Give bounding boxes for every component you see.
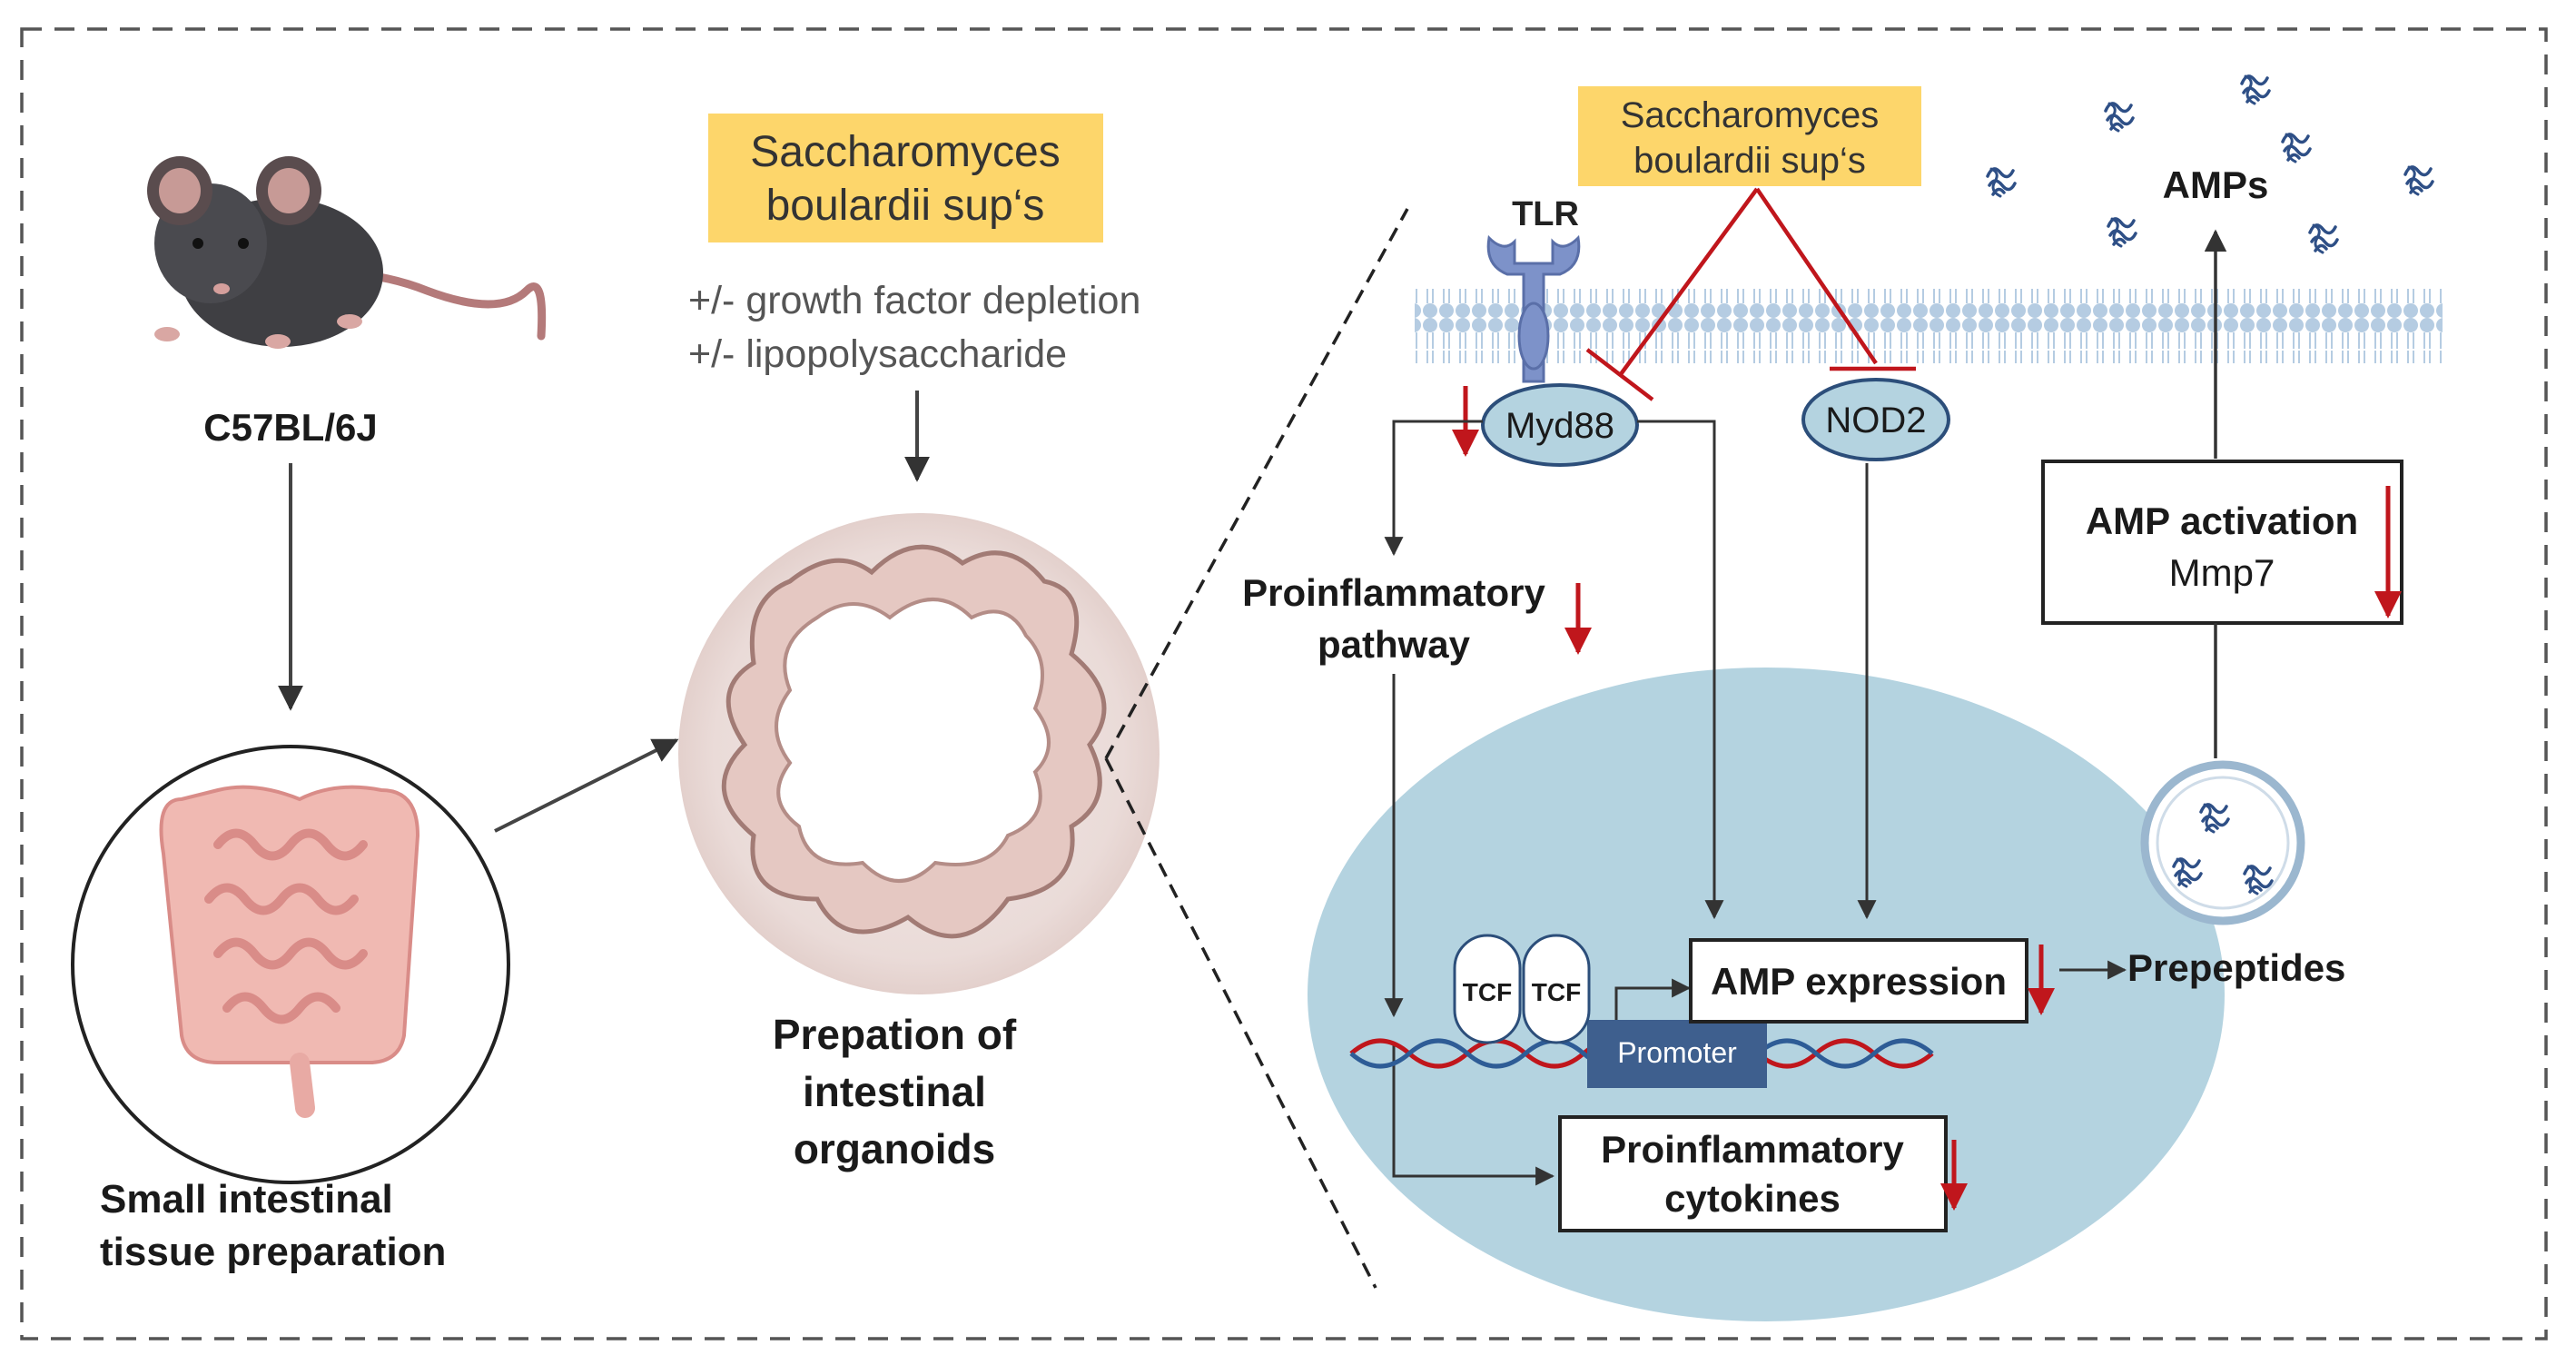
- proinflammatory-pathway-line1: Proinflammatory: [1242, 571, 1545, 614]
- zoom-line-bottom: [1104, 757, 1377, 1289]
- tlr-receptor-icon: [1486, 234, 1581, 383]
- nod2-node: [1801, 378, 1950, 461]
- outer-frame: [20, 27, 2548, 1340]
- condition-growth-factor: +/- growth factor depletion: [688, 279, 1140, 322]
- tissue-label-line1: Small intestinal: [100, 1177, 393, 1222]
- amp-activation-line1: AMP activation: [2086, 500, 2358, 542]
- zoom-line-top: [1104, 208, 1409, 759]
- treatment-box-middle: [708, 114, 1103, 242]
- promoter-box: [1587, 1020, 1767, 1088]
- amp-activation-line2: Mmp7: [2169, 551, 2275, 594]
- treatment-box-middle-line1: Saccharomyces: [750, 128, 1060, 176]
- tcf-factor-2: [1522, 934, 1591, 1044]
- cell-membrane: [1415, 289, 2443, 363]
- arrow-tissue-to-organoid: [494, 738, 679, 833]
- mouse-icon: [147, 156, 547, 349]
- tissue-label-line2: tissue preparation: [100, 1230, 446, 1274]
- cytokines-line1: Proinflammatory: [1601, 1128, 1904, 1171]
- treatment-box-right: [1578, 86, 1921, 186]
- vesicle-icon: [2140, 760, 2305, 925]
- tlr-label: TLR: [1512, 195, 1579, 233]
- inhibition-lines: [1585, 187, 1916, 401]
- tcf-label-1: TCF: [1463, 978, 1512, 1006]
- organoid-label-line3: organoids: [794, 1125, 995, 1172]
- tcf-factor-1: [1453, 934, 1522, 1044]
- organoid-label-line2: intestinal: [803, 1068, 986, 1115]
- myd88-node: [1481, 383, 1639, 467]
- condition-lps: +/- lipopolysaccharide: [688, 332, 1067, 376]
- organoid-icon: [678, 513, 1160, 994]
- treatment-box-right-line1: Saccharomyces: [1621, 95, 1880, 135]
- cytokines-box: [1558, 1115, 1948, 1232]
- amp-expression-label: AMP expression: [1711, 960, 2007, 1003]
- prepeptides-label: Prepeptides: [2127, 946, 2345, 989]
- amps-label: AMPs: [2163, 163, 2269, 206]
- nod2-label: NOD2: [1825, 401, 1926, 440]
- proinflammatory-pathway-line2: pathway: [1318, 623, 1471, 666]
- amp-expression-box: [1689, 938, 2028, 1024]
- promoter-label: Promoter: [1617, 1036, 1737, 1069]
- promoter-to-expression-arrow: [1614, 978, 1692, 1020]
- intestine-icon: [159, 785, 420, 1118]
- organoid-label-line1: Prepation of: [773, 1011, 1017, 1058]
- treatment-box-right-line2: boulardii sup‘s: [1633, 141, 1866, 181]
- amp-activation-box: [2041, 460, 2403, 625]
- tcf-label-2: TCF: [1532, 978, 1581, 1006]
- myd88-label: Myd88: [1505, 406, 1614, 446]
- signaling-lines: [1384, 420, 1877, 1186]
- treatment-box-middle-line2: boulardii sup‘s: [766, 182, 1045, 230]
- strain-label: C57BL/6J: [203, 406, 377, 449]
- cytokines-line2: cytokines: [1664, 1177, 1841, 1220]
